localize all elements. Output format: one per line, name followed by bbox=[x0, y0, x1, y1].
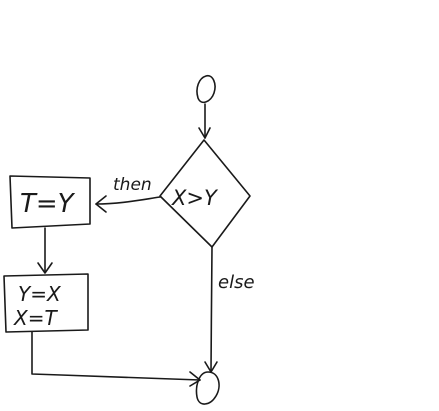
edge-start-to-decision bbox=[198, 103, 211, 139]
else-label: else bbox=[218, 272, 255, 293]
edge-then: then bbox=[95, 175, 161, 213]
then-box-line-1: T=Y bbox=[20, 189, 76, 219]
decision-label: X>Y bbox=[171, 186, 219, 210]
decision-node: X>Y bbox=[159, 139, 251, 248]
edge-then-to-swap bbox=[37, 227, 53, 274]
swap-box-line-2: X=T bbox=[13, 306, 58, 330]
then-label: then bbox=[113, 175, 152, 195]
then-box: T=Y bbox=[9, 175, 91, 229]
edge-swap-to-end bbox=[31, 331, 201, 387]
swap-box: Y=X X=T bbox=[3, 273, 89, 333]
start-node bbox=[196, 74, 216, 104]
swap-box-line-1: Y=X bbox=[18, 282, 62, 306]
edge-else: else bbox=[204, 246, 255, 373]
end-node bbox=[195, 371, 220, 405]
